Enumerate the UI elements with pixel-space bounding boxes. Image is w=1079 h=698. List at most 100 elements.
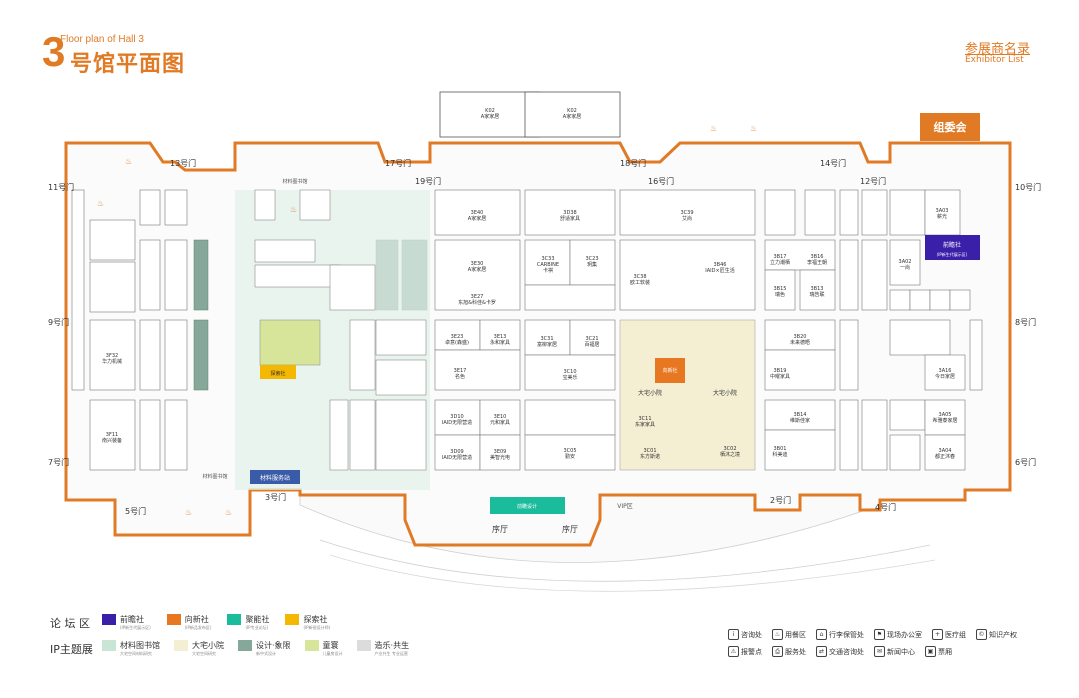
gate-10: 10号门 — [1015, 182, 1041, 192]
restaurant-icon: ♨ — [185, 508, 192, 517]
gate-19: 19号门 — [415, 176, 441, 186]
lobby-arc-line-1 — [319, 539, 931, 582]
gate-4: 4号门 — [875, 502, 896, 512]
booth-label-line: 3D38 — [563, 210, 576, 216]
legend-item-sub: (IP新品发布区) — [184, 625, 212, 630]
big-house-label-1: 大宅小院 — [638, 389, 662, 397]
gate-17: 17号门 — [385, 158, 411, 168]
booth-label-line: 3E23 — [451, 334, 464, 340]
booth-label-line: 3B20 — [794, 334, 807, 340]
restaurant-icon: ♨ — [125, 157, 132, 166]
icon-legend-item: ⚑现场办公室 — [874, 629, 922, 640]
organizer-label: 组委会 — [934, 120, 968, 134]
booth-label-line: 3E30 — [471, 261, 484, 267]
forum-purple-sub: (IP新生代展示区) — [937, 251, 968, 257]
booth-label-line: 3A05 — [939, 412, 952, 418]
gate-3: 3号门 — [265, 492, 286, 502]
exhibitor-list-link[interactable]: 参展商名录 — [965, 42, 1031, 57]
legend-item-sub: (IP新生代展示区) — [120, 625, 151, 630]
legend-item-label: 向新社 — [184, 615, 209, 624]
icon-legend-label: 现场办公室 — [887, 630, 922, 639]
booth-label-line: 3D10 — [450, 414, 463, 420]
hall-number: 3 — [42, 28, 66, 75]
icon-legend-label: 知识产权 — [989, 630, 1017, 639]
booth-label-line: 立力潮栖 — [770, 259, 790, 266]
office-icon: ⚑ — [874, 629, 885, 640]
material-library-booths — [254, 189, 427, 471]
icon-legend-item: ♨用餐区 — [772, 629, 806, 640]
transport-icon: ⇄ — [816, 646, 827, 657]
booth-label-line: 3C05 — [563, 448, 576, 454]
booth-label-line: IAID无限营造 — [442, 419, 472, 426]
exhibitor-list-en[interactable]: Exhibitor List — [965, 55, 1024, 65]
booth-label-line: 维斯佳家 — [790, 417, 810, 424]
icon-legend-label: 医疗组 — [945, 630, 966, 639]
service-icon: ⎙ — [772, 646, 783, 657]
booth-label-line: 舒适家具 — [560, 215, 580, 222]
material-library-bottom-label: 材料图书馆 — [202, 473, 227, 480]
booth-label-line: 东方斯诺 — [640, 453, 660, 460]
legend-item-sub: (IP专业论坛) — [245, 625, 269, 630]
legend-forum-item: 探索社(IP新锐设计师) — [285, 614, 330, 631]
booth-label-line: 卡祺 — [543, 267, 553, 274]
booth-label-line: 栖沐之境 — [720, 451, 740, 458]
legend-item-label: 探索社 — [303, 615, 328, 624]
booth-label-line: IAID×匠生活 — [705, 267, 734, 274]
legend-item-label: 造乐·共生 — [374, 641, 410, 650]
booth-label-line: 3B14 — [794, 412, 807, 418]
booth-label-line: 3C10 — [563, 369, 576, 375]
booth-label-line: 3B15 — [774, 286, 787, 292]
restaurant-icon: ♨ — [772, 629, 783, 640]
restaurant-icon: ♨ — [225, 508, 232, 517]
lobby-arc-line-2 — [329, 554, 936, 592]
material-service-box — [250, 470, 300, 484]
gate-9: 9号门 — [48, 317, 69, 327]
icon-legend-label: 咨询处 — [741, 630, 762, 639]
booth-label-line: 玥集 — [587, 261, 597, 268]
icon-legend-item: ⎙服务处 — [772, 646, 806, 657]
booth-label-line: CARBINE — [537, 262, 559, 268]
booth-label-line: 瑞告联 — [809, 291, 824, 298]
organizer-office — [920, 113, 980, 141]
booth-label-line: 3C33 — [541, 256, 554, 262]
icon-legend-item: ⇄交通咨询处 — [816, 646, 864, 657]
icon-legend-item: ⌂行李保管处 — [816, 629, 864, 640]
booth-label-line: 3E13 — [494, 334, 507, 340]
booth-label-line: 3B46 — [714, 262, 727, 268]
forum-orange-box — [655, 358, 685, 383]
booth-label-line: 3B16 — [811, 254, 824, 260]
gate-12: 12号门 — [860, 176, 886, 186]
legend-ip-item: 童寰儿童房设计 — [304, 640, 343, 657]
gate-11: 11号门 — [48, 182, 74, 192]
booth-k02-a — [439, 91, 541, 138]
icon-legend-label: 新闻中心 — [887, 647, 915, 656]
booth-label-line: 3E27 — [471, 294, 484, 300]
booth-label-line: 富柳家居 — [537, 341, 557, 348]
legend-item-sub: 大宅空间研究 — [192, 651, 216, 656]
booth-label-line: 美智光电 — [490, 454, 510, 461]
booth-label-line: 未来德晤 — [790, 339, 810, 346]
legend-forum-title: 论 坛 区 — [50, 617, 90, 630]
icon-legend-label: 行李保管处 — [829, 630, 864, 639]
icon-legend-item: ⚠报警点 — [728, 646, 762, 657]
booth-label-line: 3D09 — [450, 449, 463, 455]
booth-label-line: 欧工软装 — [630, 279, 650, 286]
